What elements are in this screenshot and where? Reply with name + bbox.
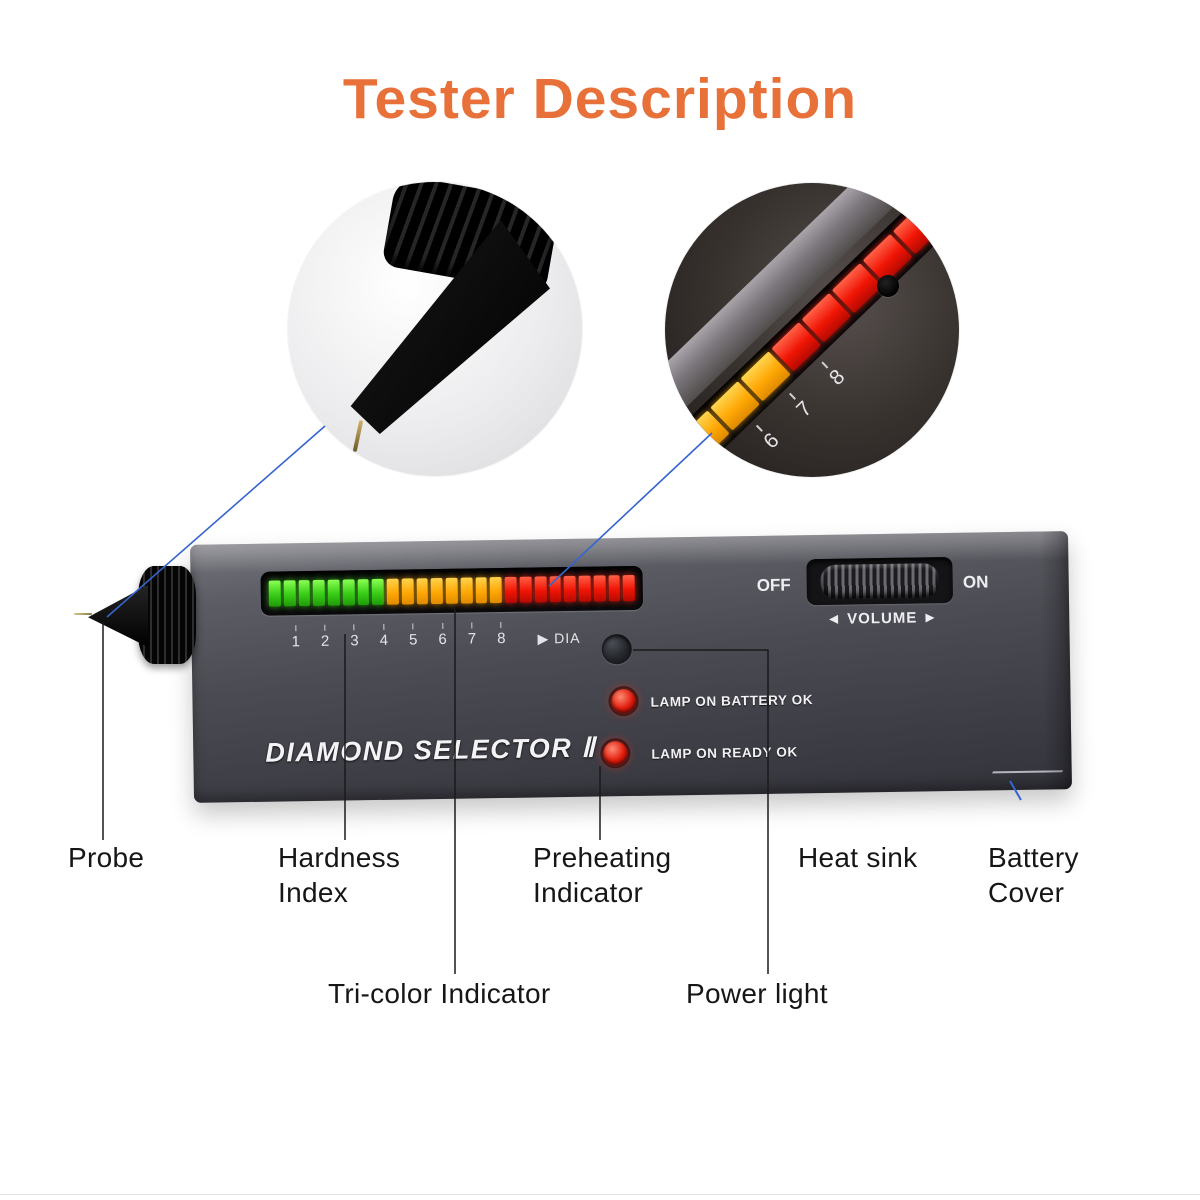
tricolor-strip bbox=[260, 565, 644, 616]
scale-number: 2 bbox=[321, 624, 329, 650]
indicator-zoom-content: 678 ▶ DIA bbox=[665, 183, 959, 477]
led-segment-green bbox=[357, 579, 370, 606]
scale-number: 1 bbox=[291, 625, 300, 650]
scale-number: 8 bbox=[497, 622, 506, 647]
led-segment-green bbox=[283, 580, 296, 607]
led-segment-yellow bbox=[460, 577, 473, 604]
volume-off-label: OFF bbox=[756, 575, 791, 596]
ready-lamp-label: LAMP ON READY OK bbox=[651, 744, 798, 762]
led-segment-yellow bbox=[490, 577, 503, 604]
scale-number: 4 bbox=[379, 623, 388, 649]
led-segment-yellow bbox=[445, 577, 458, 604]
led-segment-red bbox=[519, 576, 532, 603]
ready-ok-led bbox=[603, 741, 628, 766]
led-segment-green bbox=[268, 580, 281, 607]
page-title: Tester Description bbox=[342, 67, 858, 131]
volume-switch[interactable] bbox=[806, 556, 954, 606]
scale-number: 6 bbox=[438, 622, 447, 648]
led-segment-yellow bbox=[475, 577, 488, 604]
led-segment-green bbox=[298, 580, 311, 607]
callout-power-light: Power light bbox=[686, 978, 828, 1009]
led-segment-red bbox=[622, 574, 636, 602]
led-segment-red bbox=[578, 575, 591, 602]
led-segment-green bbox=[342, 579, 355, 606]
led-segment-red bbox=[593, 575, 606, 602]
callout-battery-cover: Battery Cover bbox=[988, 842, 1079, 908]
device-name: DIAMOND SELECTOR Ⅱ bbox=[265, 732, 597, 768]
led-segment-yellow bbox=[386, 578, 399, 605]
scale-number: 5 bbox=[409, 623, 418, 648]
callout-preheating-indicator: Preheating Indicator bbox=[533, 842, 672, 908]
led-segment-red bbox=[504, 576, 517, 603]
led-segment-yellow bbox=[416, 578, 429, 605]
battery-cover-seam bbox=[982, 770, 1064, 788]
battery-lamp-label: LAMP ON BATTERY OK bbox=[650, 692, 814, 710]
callout-hardness-index: Hardness Index bbox=[278, 842, 401, 908]
led-segment-yellow bbox=[431, 577, 444, 605]
probe-cone bbox=[88, 585, 148, 647]
led-segment-red bbox=[534, 576, 547, 603]
scale-number: 7 bbox=[785, 390, 817, 423]
probe-zoom-circle bbox=[288, 182, 582, 476]
scale-number: 3 bbox=[350, 624, 359, 649]
led-segment-green bbox=[371, 578, 385, 606]
scale-number: 7 bbox=[468, 622, 476, 648]
callout-heat-sink: Heat sink bbox=[798, 842, 918, 873]
dia-marker: ▶ DIA bbox=[537, 629, 581, 647]
page-divider bbox=[0, 1194, 1200, 1195]
callout-tricolor-indicator: Tri-color Indicator bbox=[328, 978, 551, 1009]
led-segment-green bbox=[312, 579, 326, 606]
battery-ok-led bbox=[611, 688, 636, 714]
power-light-led bbox=[601, 633, 632, 665]
speaker-hole bbox=[877, 275, 899, 297]
led-segment-red bbox=[549, 576, 562, 603]
probe-needle-zoom bbox=[352, 419, 364, 453]
led-segment-yellow bbox=[401, 578, 414, 605]
indicator-zoom-circle: 678 ▶ DIA bbox=[665, 183, 959, 477]
volume-wheel[interactable] bbox=[820, 563, 939, 600]
led-segment-red bbox=[608, 575, 621, 602]
led-segment-red bbox=[563, 575, 577, 603]
probe-needle bbox=[74, 613, 92, 615]
volume-label: ◄ VOLUME ► bbox=[826, 609, 939, 628]
callout-probe: Probe bbox=[68, 842, 145, 873]
scale-number: 8 bbox=[818, 358, 850, 391]
led-segment-green bbox=[327, 579, 340, 606]
scale-number: 6 bbox=[752, 421, 784, 454]
volume-on-label: ON bbox=[962, 572, 989, 592]
